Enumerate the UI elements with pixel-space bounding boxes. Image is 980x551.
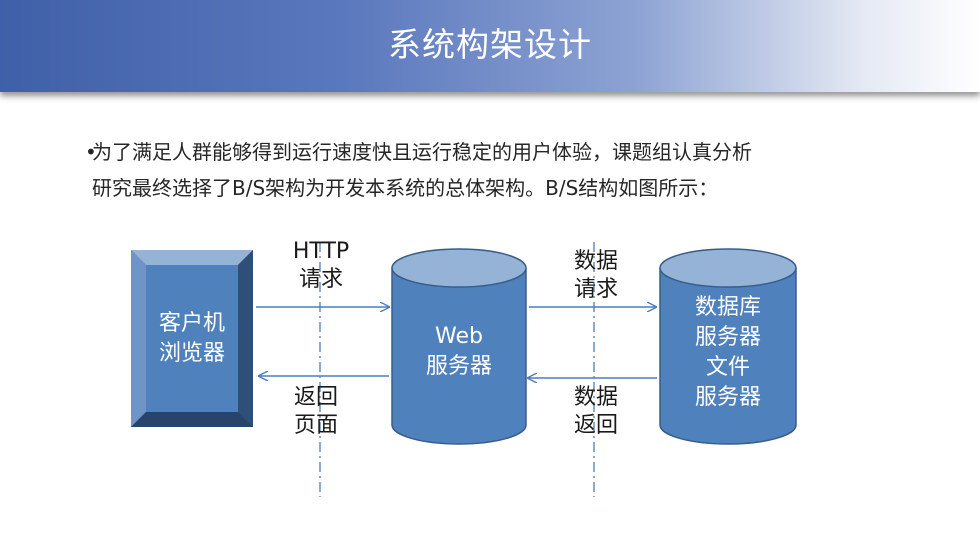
data-return-label-line1: 数据 <box>573 385 618 410</box>
return-page-label: 返回 页面 <box>276 384 356 440</box>
bullet-line-1: 为了满足人群能够得到运行速度快且运行稳定的用户体验，课题组认真分析 <box>92 140 752 164</box>
data-return-label: 数据 返回 <box>556 384 636 440</box>
web-server-cylinder <box>391 248 527 445</box>
client-label-line2: 浏览器 <box>158 341 225 366</box>
bullet-text: 为了满足人群能够得到运行速度快且运行稳定的用户体验，课题组认真分析 研究最终选择… <box>92 134 932 206</box>
client-box <box>131 250 253 427</box>
web-server-label-line2: 服务器 <box>425 354 492 379</box>
client-label-line1: 客户机 <box>158 311 225 336</box>
bullet-line-2: 研究最终选择了B/S架构为开发本系统的总体架构。B/S结构如图所示： <box>92 176 719 200</box>
http-request-label-line2: 请求 <box>298 267 343 292</box>
return-page-label-line2: 页面 <box>293 413 338 438</box>
db-server-label: 数据库 服务器 文件 服务器 <box>660 293 796 413</box>
web-server-label-line1: Web <box>435 324 483 349</box>
http-request-label-line1: HTTP <box>292 239 350 264</box>
return-page-label-line1: 返回 <box>293 385 338 410</box>
data-request-label: 数据 请求 <box>556 248 636 304</box>
title-banner: 系统构架设计 <box>0 0 980 92</box>
db-server-label-line1: 数据库 <box>694 295 761 320</box>
web-server-label: Web 服务器 <box>392 322 526 382</box>
db-server-label-line3: 文件 <box>705 355 750 380</box>
db-server-label-line2: 服务器 <box>694 325 761 350</box>
client-label: 客户机 浏览器 <box>146 309 238 369</box>
slide-title: 系统构架设计 <box>388 25 592 64</box>
db-server-label-line4: 服务器 <box>694 385 761 410</box>
data-return-label-line2: 返回 <box>573 413 618 438</box>
data-request-label-line2: 请求 <box>573 277 618 302</box>
http-request-label: HTTP 请求 <box>276 238 366 294</box>
data-request-label-line1: 数据 <box>573 249 618 274</box>
bullet-marker: • <box>85 140 97 164</box>
db-server-cylinder <box>659 248 797 445</box>
